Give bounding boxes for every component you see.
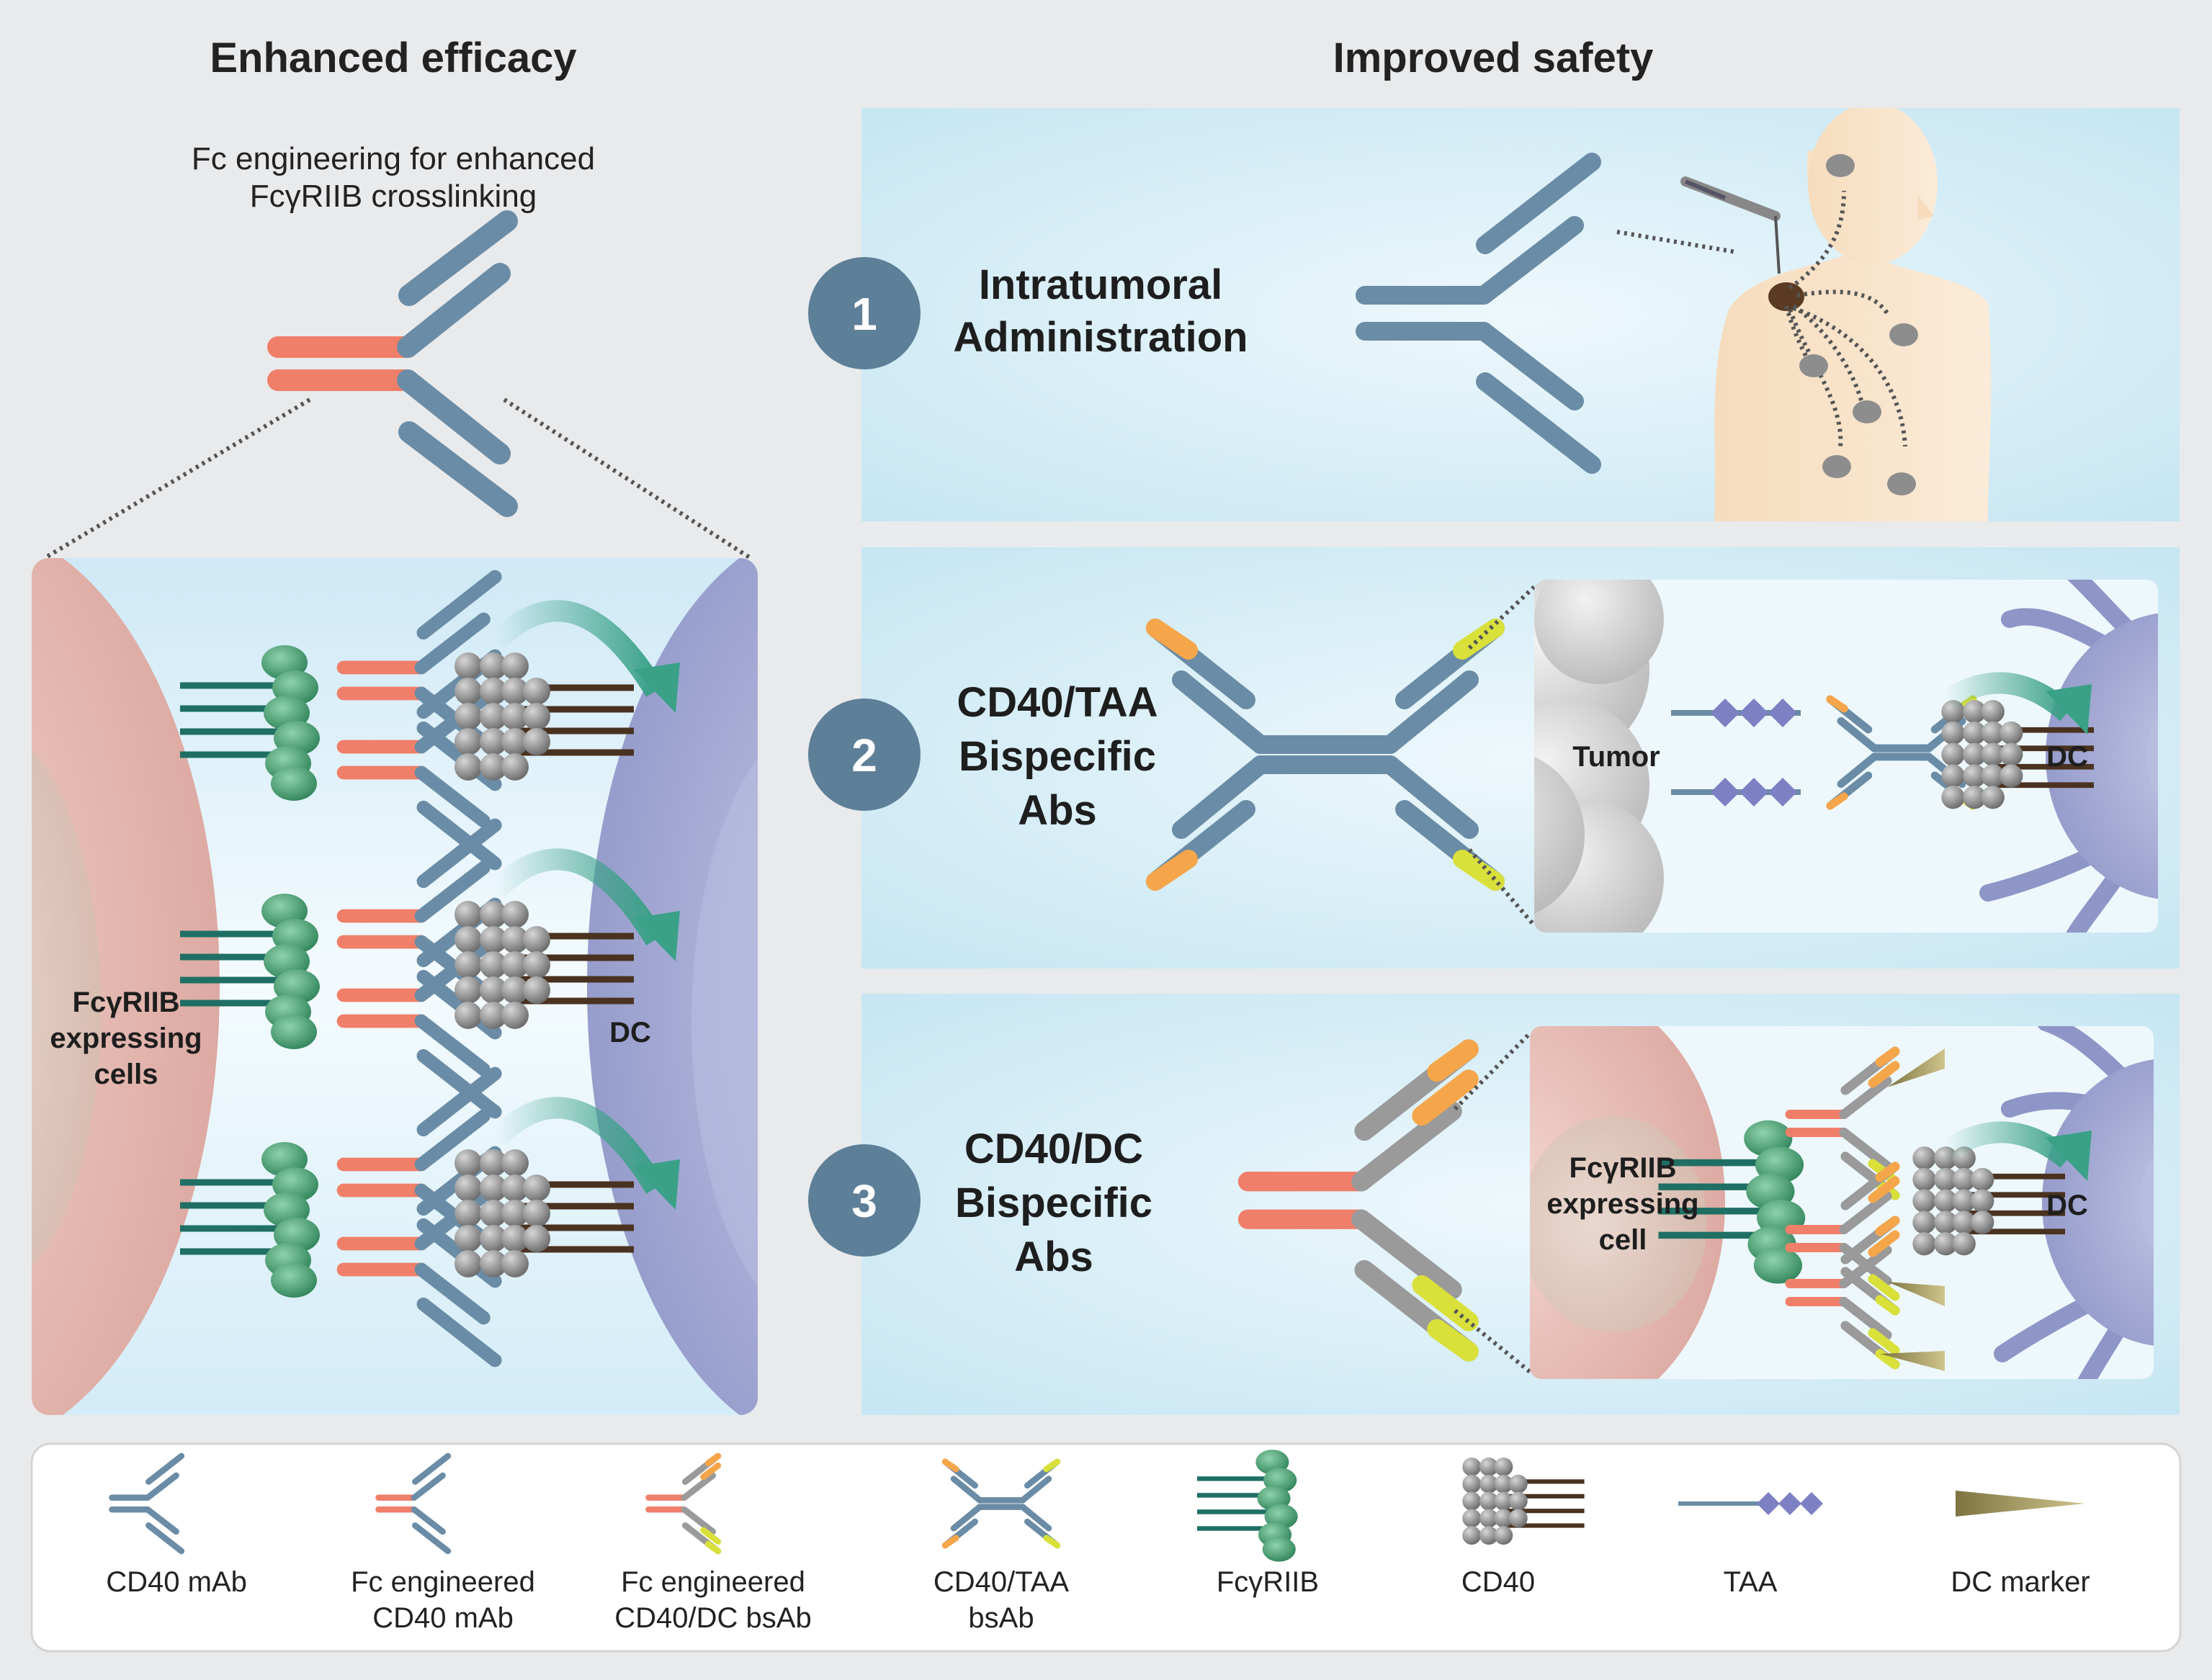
legend-label-2-line2: CD40 mAb xyxy=(372,1602,514,1634)
legend-label-4-line2: bsAb xyxy=(968,1602,1034,1634)
dc-label-2: DC xyxy=(2046,741,2088,773)
human-body-illustration xyxy=(1680,108,1992,521)
taa-icon xyxy=(1678,1492,1823,1515)
dc-label-3: DC xyxy=(2046,1190,2088,1221)
crosslink-complex-1 xyxy=(180,570,680,871)
legend-label-3-line1: Fc engineered xyxy=(621,1566,805,1598)
crosslink-complex-3 xyxy=(180,1066,680,1367)
legend-label-1-line1: CD40 mAb xyxy=(106,1566,247,1598)
strategy-3-title-line3: Abs xyxy=(1014,1234,1093,1280)
fc-dc-bridging xyxy=(1658,1046,2092,1371)
dendritic-cell-2 xyxy=(1979,580,2158,933)
fcgriib-cell-label-line2: expressing xyxy=(50,1023,202,1054)
fcgriib-cell-3-line3: cell xyxy=(1599,1224,1647,1256)
strategy-2-title-line3: Abs xyxy=(1018,787,1097,834)
tumor-site xyxy=(1768,282,1804,311)
tumor-label: Tumor xyxy=(1572,741,1660,773)
strategy-1-number: 1 xyxy=(851,288,877,340)
cd40-taa-bispecific-antibody xyxy=(1146,619,1505,891)
strategy-3-title-line1: CD40/DC xyxy=(964,1126,1143,1172)
strategy-2-panel: 2 CD40/TAA Bispecific Abs Tumor DC xyxy=(808,547,2180,969)
fc-engineering-caption-line1: Fc engineering for enhanced xyxy=(192,141,595,176)
tumor-cells xyxy=(1534,580,1664,933)
dendritic-cell-3 xyxy=(1994,1026,2154,1379)
fcgriib-cell-3-line2: expressing xyxy=(1546,1188,1698,1220)
crosslink-complex-2 xyxy=(180,818,680,1119)
legend-label-7-line1: TAA xyxy=(1724,1566,1778,1598)
fcgriib-cell-label: FcγRIIB expressing cells xyxy=(50,987,202,1090)
strategy-2-number: 2 xyxy=(851,729,877,781)
cd40-taa-bsab-icon xyxy=(941,1458,1061,1549)
strategy-2-title-line1: CD40/TAA xyxy=(957,679,1158,726)
strategy-1-panel: 1 Intratumoral Administration xyxy=(808,108,2180,521)
legend-label-6-line1: CD40 xyxy=(1461,1566,1535,1598)
cd40-receptor-icon xyxy=(1462,1457,1585,1545)
strategy-1-title-line1: Intratumoral xyxy=(979,261,1222,308)
dendritic-cell xyxy=(587,558,758,1415)
strategy-3-number: 3 xyxy=(851,1175,877,1227)
dc-marker-icon xyxy=(1956,1491,2085,1517)
strategy-3-title-line2: Bispecific xyxy=(955,1180,1152,1226)
crosslinked-complexes xyxy=(180,570,680,1367)
fcgriib-expressing-cell xyxy=(32,558,220,1415)
strategy-1-title-line2: Administration xyxy=(953,314,1248,361)
legend-label-4-line1: CD40/TAA xyxy=(933,1566,1070,1598)
cd40-mab-icon xyxy=(109,1452,185,1555)
fc-engineered-cd40-mab-icon xyxy=(375,1452,452,1555)
strategy-3-panel: 3 CD40/DC Bispecific Abs FcγRIIB express… xyxy=(808,994,2180,1415)
fcgriib-cell-label-line1: FcγRIIB xyxy=(73,987,180,1018)
tumor-dc-bridging xyxy=(1671,672,2095,810)
crosslinking-zoom-panel: FcγRIIB expressing cells DC xyxy=(32,558,758,1415)
legend-label-8-line1: DC marker xyxy=(1951,1566,2090,1598)
fcgriib-cell-label-line3: cells xyxy=(94,1059,158,1090)
strategy-1-badge xyxy=(808,257,921,369)
legend-label-3-line2: CD40/DC bsAb xyxy=(614,1602,811,1634)
fc-engineering-caption-line2: FcγRIIB crosslinking xyxy=(250,179,537,214)
legend-label-5-line1: FcγRIIB xyxy=(1217,1566,1319,1598)
enhanced-efficacy-heading: Enhanced efficacy xyxy=(210,35,576,81)
fc-engineered-cd40-dc-bispecific xyxy=(1237,1039,1479,1362)
fc-engineered-cd40-dc-bsab-icon xyxy=(645,1452,722,1555)
fcgriib-cell-3-line1: FcγRIIB xyxy=(1570,1152,1677,1184)
cd40-mab-injected xyxy=(1356,153,1601,474)
strategy-2-badge xyxy=(808,698,921,811)
legend-label-2-line1: Fc engineered xyxy=(351,1566,535,1598)
improved-safety-heading: Improved safety xyxy=(1333,35,1654,81)
strategy-3-badge xyxy=(808,1144,921,1257)
dc-label-left: DC xyxy=(609,1017,651,1048)
fc-engineered-antibody xyxy=(267,210,518,517)
strategy-2-title-line2: Bispecific xyxy=(959,733,1156,780)
fcgriib-receptor-icon xyxy=(1197,1450,1298,1562)
